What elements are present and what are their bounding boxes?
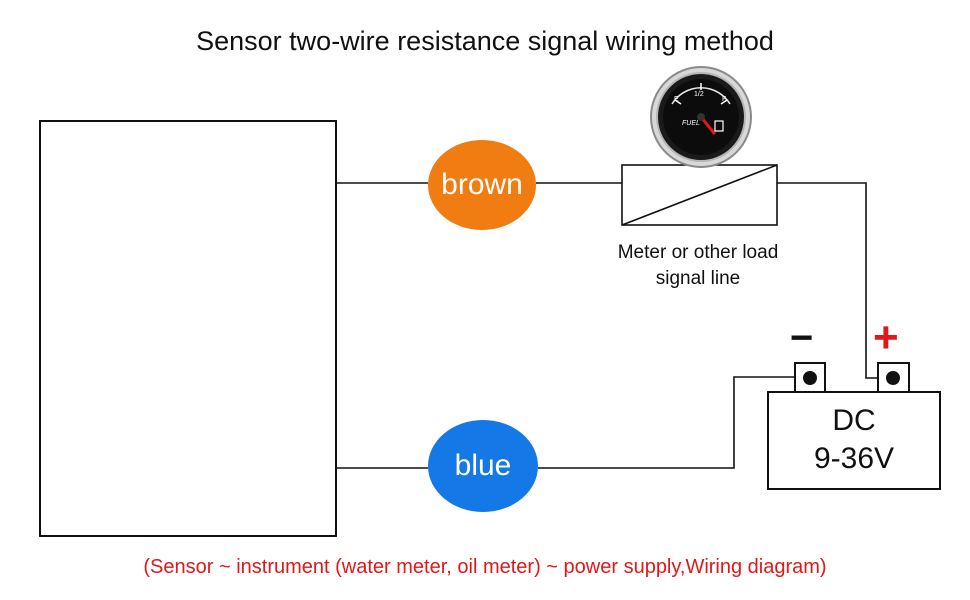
meter-label-line2: signal line	[655, 268, 741, 289]
meter-label: Meter or other load signal line	[598, 240, 798, 292]
battery-label: DC 9-36V	[768, 402, 940, 478]
diagram-title: Sensor two-wire resistance signal wiring…	[196, 26, 774, 56]
meter-label-line1: Meter or other load	[617, 242, 779, 263]
fuel-gauge-icon	[650, 66, 752, 168]
gauge-fuel-text: FUEL	[682, 120, 700, 127]
battery-box	[767, 391, 941, 490]
brown-wire-node: brown	[428, 140, 536, 230]
positive-sign: +	[873, 313, 899, 362]
blue-label: blue	[454, 449, 512, 482]
gauge-empty-mark: E	[674, 96, 679, 103]
diagram-caption: (Sensor ~ instrument (water meter, oil m…	[143, 556, 827, 578]
gauge-half-mark: 1/2	[694, 91, 704, 98]
battery-voltage: 9-36V	[813, 442, 895, 475]
battery-type: DC	[832, 404, 876, 437]
negative-terminal	[794, 362, 826, 393]
negative-sign: −	[790, 316, 814, 360]
blue-to-negative-wire	[538, 376, 795, 469]
gauge-full-mark: F	[722, 96, 727, 103]
brown-label: brown	[441, 168, 523, 201]
load-resistor-diagonal	[621, 164, 778, 226]
sensor-image-frame	[39, 120, 337, 537]
blue-wire-node: blue	[428, 420, 538, 512]
meter-to-positive-wire	[777, 182, 878, 379]
